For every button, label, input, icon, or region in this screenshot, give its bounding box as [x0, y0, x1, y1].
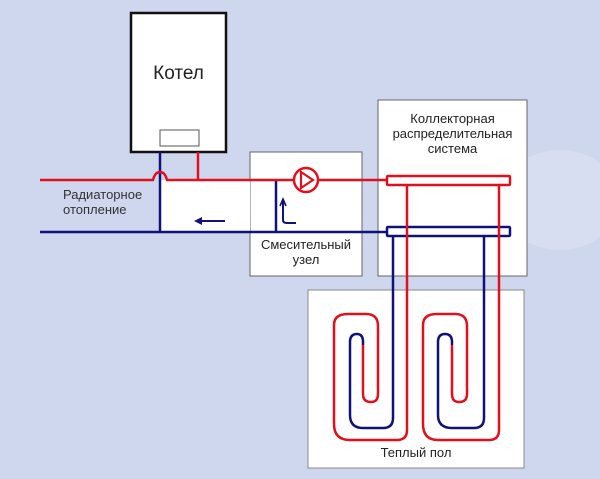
collector-label: Коллекторная распределительная система — [378, 111, 527, 157]
boiler-box — [129, 11, 228, 154]
boiler-panel — [159, 129, 200, 147]
floor-label: Теплый пол — [380, 445, 452, 460]
return-manifold — [385, 225, 512, 238]
return-gap-fill — [160, 180, 250, 232]
supply-manifold — [385, 174, 512, 187]
boiler-label: Котел — [153, 63, 204, 84]
floor-loop-1-return — [348, 236, 395, 430]
floor-box — [307, 289, 525, 469]
mixing-unit-label-line1: Смесительный — [260, 237, 352, 252]
collector-box — [377, 99, 528, 277]
mixing-unit-label: Смесительный узел — [250, 237, 362, 268]
mixing-unit-label-line2: узел — [292, 251, 320, 267]
radiator-label-line1: Радиаторное — [63, 187, 143, 202]
supply-main-line — [40, 170, 294, 182]
pump-icon — [292, 166, 320, 194]
mixing-flow-arrowhead — [279, 196, 287, 207]
radiator-label: Радиаторное отопление — [63, 187, 143, 218]
radiator-label-line2: отопление — [63, 201, 127, 217]
collector-label-line2: распределительная — [392, 125, 513, 141]
floor-loop-2-supply — [421, 185, 501, 442]
return-flow-arrowhead — [194, 217, 202, 225]
collector-label-line1: Коллекторная — [410, 111, 495, 126]
mixing-flow-arrow — [282, 200, 296, 224]
floor-loop-2-return — [436, 236, 486, 430]
floor-loop-1-supply — [332, 185, 409, 442]
mixing-unit-box — [249, 151, 363, 277]
collector-label-line3: система — [427, 140, 478, 156]
